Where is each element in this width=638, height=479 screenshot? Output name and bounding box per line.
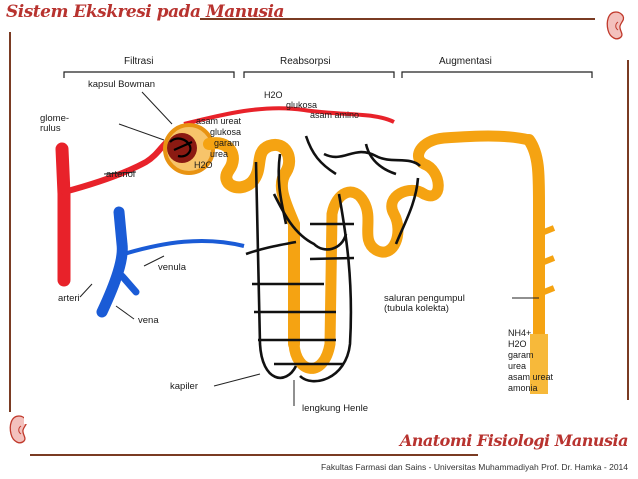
- filtrate-item: glukosa: [210, 127, 242, 137]
- collecting-duct: [523, 134, 545, 368]
- frame-bottom: [30, 454, 478, 456]
- frame-top: [200, 18, 595, 20]
- bracket-filtrasi: [63, 71, 235, 78]
- glomerulus: [167, 133, 197, 163]
- filtrate-item: asam ureat: [196, 116, 242, 126]
- arteriol-vessel: [61, 135, 175, 195]
- section-reabsorpsi: Reabsorpsi: [280, 56, 331, 67]
- label-saluran-pengumpul: saluran pengumpul (tubula kolekta): [384, 293, 465, 314]
- nephron-drawing: [55, 71, 593, 406]
- label-kapsul-bowman: kapsul Bowman: [88, 79, 156, 90]
- frame-left: [9, 32, 11, 412]
- filtrate-item: urea: [210, 149, 229, 159]
- frame-right: [627, 60, 629, 400]
- filtrate-item: H2O: [194, 160, 213, 170]
- kidney-icon: [606, 11, 625, 40]
- label-vena: vena: [138, 315, 159, 326]
- footer-brand: Anatomi Fisiologi Manusia: [399, 431, 629, 450]
- urine-item: H2O: [508, 339, 527, 349]
- label-venula: venula: [158, 262, 186, 273]
- vein-branch: [118, 272, 140, 296]
- label-glomerulus: glome- rulus: [40, 113, 70, 134]
- henle-loop: [288, 184, 430, 374]
- capillary-network: [245, 135, 421, 383]
- bracket-reabsorpsi: [243, 71, 395, 78]
- reabsorbed-item: H2O: [264, 90, 283, 100]
- urine-item: amonia: [508, 383, 538, 393]
- urine-item: garam: [508, 350, 534, 360]
- distal-tubule: [413, 130, 535, 202]
- reabsorbed-item: asam amino: [310, 110, 360, 120]
- section-filtrasi: Filtrasi: [124, 56, 154, 67]
- label-arteri: arteri: [58, 293, 80, 304]
- filtrate-item: garam: [214, 138, 240, 148]
- urine-item: asam ureat: [508, 372, 554, 382]
- section-augmentasi: Augmentasi: [439, 56, 492, 67]
- nephron-diagram: Filtrasi Reabsorpsi Augmentasi kapsul Bo…: [24, 44, 594, 424]
- bracket-augmentasi: [401, 71, 593, 78]
- label-kapiler: kapiler: [170, 381, 198, 392]
- urine-item: NH4+: [508, 328, 532, 338]
- venula-vessel: [123, 238, 245, 256]
- slide-title: Sistem Ekskresi pada Manusia: [6, 2, 285, 22]
- urine-item: urea: [508, 361, 527, 371]
- footer-note: Fakultas Farmasi dan Sains - Universitas…: [320, 462, 628, 472]
- label-lengkung-henle: lengkung Henle: [302, 403, 369, 414]
- artery-stub: [55, 142, 71, 201]
- efferent-vessel: [183, 106, 395, 126]
- reabsorbed-item: glukosa: [286, 100, 318, 110]
- label-arteriol: arteriol: [106, 169, 136, 180]
- vein-vessel: [96, 206, 128, 318]
- proximal-tubule: [203, 137, 300, 350]
